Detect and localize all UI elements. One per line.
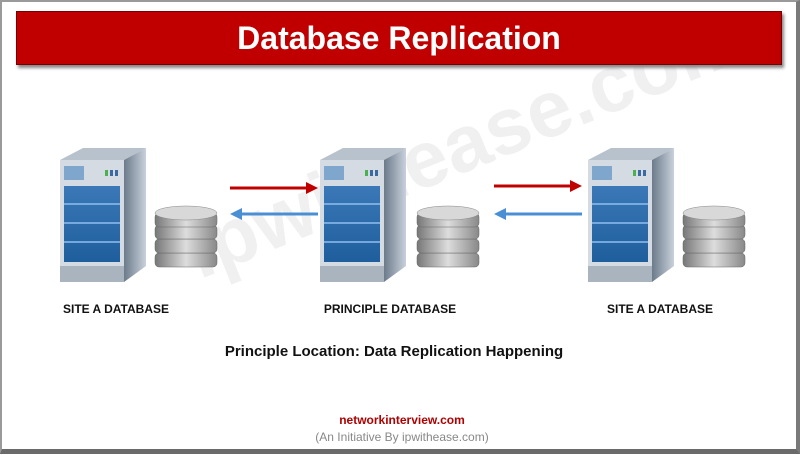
replication-arrows-1 [230,182,318,220]
database-icon [682,205,746,271]
arrow-left-icon [230,208,242,220]
node-label-site-a-2: SITE A DATABASE [606,302,714,316]
node-label-site-a: SITE A DATABASE [62,302,170,316]
server-icon [318,148,408,283]
arrow-left-icon [494,208,506,220]
database-icon [416,205,480,271]
arrow-right-icon [570,180,582,192]
server-icon [58,148,148,283]
server-icon [586,148,676,283]
replication-arrows-2 [494,180,582,220]
page-title: Database Replication [16,11,782,65]
database-icon [154,205,218,271]
node-label-principle: PRINCIPLE DATABASE [323,302,457,316]
caption: Principle Location: Data Replication Hap… [224,343,564,360]
footer-subtitle: (An Initiative By ipwithease.com) [315,430,489,444]
footer-site: networkinterview.com [339,413,465,427]
arrow-right-icon [306,182,318,194]
